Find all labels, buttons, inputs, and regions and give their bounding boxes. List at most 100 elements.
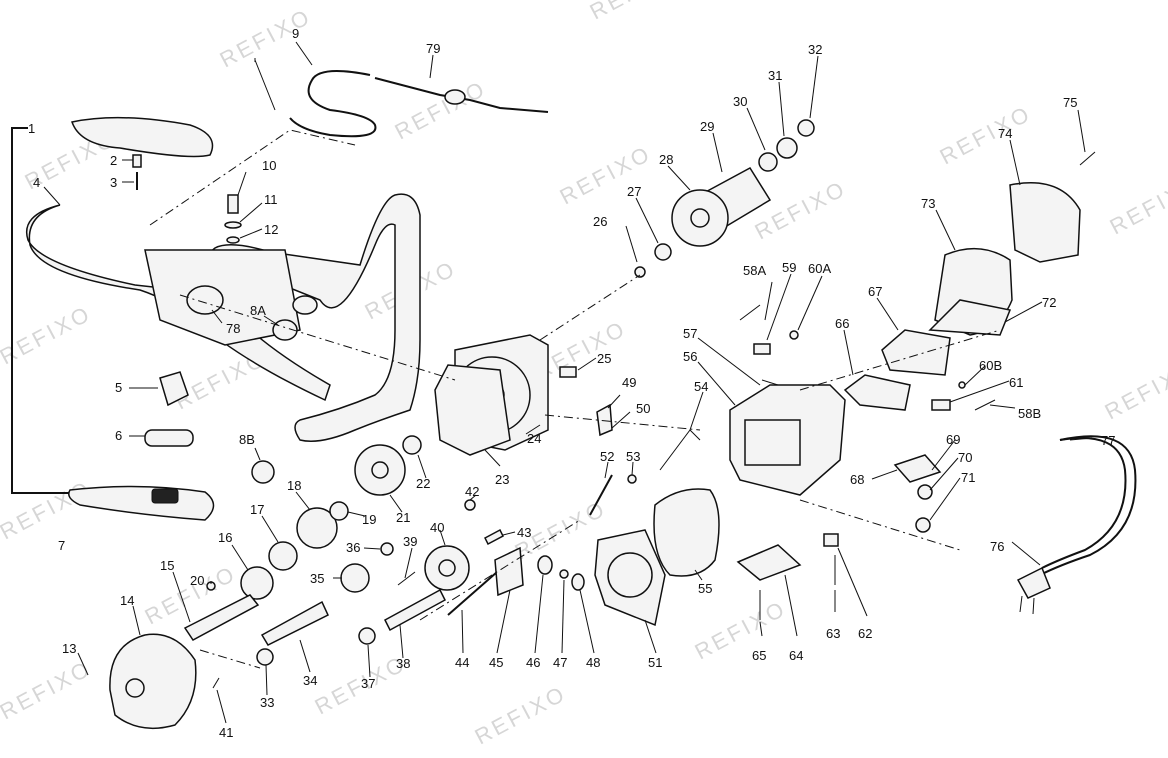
label-27: 27: [627, 184, 641, 199]
part-53-nut: [627, 474, 637, 484]
part-75-screw: [1079, 151, 1096, 166]
label-40: 40: [430, 520, 444, 535]
part-17-ring: [268, 541, 298, 571]
watermark: REFIXO: [586, 0, 686, 24]
label-42: 42: [465, 484, 479, 499]
cable-9: [254, 58, 276, 111]
label-63: 63: [826, 626, 840, 641]
part-69-nut: [917, 484, 933, 500]
part-67-pad: [881, 329, 951, 376]
part-19-ring: [329, 501, 349, 521]
label-36: 36: [346, 540, 360, 555]
label-51: 51: [648, 655, 662, 670]
part-33-washer: [256, 648, 274, 666]
watermark: REFIXO: [556, 140, 656, 209]
label-6: 6: [115, 428, 122, 443]
label-75: 75: [1063, 95, 1077, 110]
label-29: 29: [700, 119, 714, 134]
part-76-cord: [1039, 435, 1137, 576]
part-60B-screw: [958, 381, 966, 389]
label-71: 71: [961, 470, 975, 485]
label-65: 65: [752, 648, 766, 663]
label-31: 31: [768, 68, 782, 83]
label-48: 48: [586, 655, 600, 670]
part-74-box: [1009, 182, 1081, 263]
label-21: 21: [396, 510, 410, 525]
part-66-cover: [843, 374, 911, 411]
part-78-sleeve: [186, 285, 224, 315]
part-26-nut: [634, 266, 646, 278]
part-72-tray: [928, 299, 1012, 336]
label-9: 9: [292, 26, 299, 41]
label-45: 45: [489, 655, 503, 670]
part-71-nut: [915, 517, 931, 533]
part-48-ring: [571, 573, 585, 591]
part-55-stator: [653, 488, 720, 577]
switch: [151, 488, 179, 504]
part-25-clip: [559, 366, 577, 378]
label-68: 68: [850, 472, 864, 487]
label-73: 73: [921, 196, 935, 211]
part-35-gear: [340, 563, 370, 593]
part-68-plate: [893, 454, 942, 483]
part-labels: 1 2 3 4 5 6 7 8A 8B 9 10 11 12 13 14 15 …: [28, 26, 1115, 740]
part-21-hub: [371, 461, 389, 479]
label-49: 49: [622, 375, 636, 390]
label-4: 4: [33, 175, 40, 190]
motor-housing-window: [744, 419, 801, 466]
part-23-gasket: [434, 364, 511, 456]
handle-bottom: [68, 485, 215, 521]
part-59-brush: [753, 343, 771, 355]
part-14-cover: [109, 633, 197, 730]
cable-79: [374, 77, 549, 113]
part-32-ring: [797, 119, 815, 137]
part-57-screw: [761, 379, 779, 386]
label-57: 57: [683, 326, 697, 341]
watermark: REFIXO: [936, 100, 1036, 169]
watermark: REFIXO: [1106, 170, 1168, 239]
label-22: 22: [416, 476, 430, 491]
label-62: 62: [858, 626, 872, 641]
label-50: 50: [636, 401, 650, 416]
part-30-bearing: [758, 152, 778, 172]
part-6-sleeve: [144, 429, 194, 447]
label-3: 3: [110, 175, 117, 190]
watermark: REFIXO: [471, 680, 571, 749]
part-64-plate: [736, 544, 802, 581]
label-41: 41: [219, 725, 233, 740]
part-27-washer: [654, 243, 672, 261]
axis-line: [419, 519, 581, 621]
label-39: 39: [403, 534, 417, 549]
label-60B: 60B: [979, 358, 1002, 373]
label-28: 28: [659, 152, 673, 167]
label-11: 11: [264, 192, 278, 207]
part-46-washer: [537, 555, 553, 575]
axis-line: [544, 414, 701, 431]
label-67: 67: [868, 284, 882, 299]
part-12-washer: [226, 236, 240, 244]
label-54: 54: [694, 379, 708, 394]
part-38-shaft: [384, 588, 446, 632]
part-39-key: [397, 571, 416, 586]
part-54-wire: [659, 429, 701, 471]
label-38: 38: [396, 656, 410, 671]
label-74: 74: [998, 126, 1012, 141]
label-61: 61: [1009, 375, 1023, 390]
part-61-brush: [931, 399, 951, 411]
label-76: 76: [990, 539, 1004, 554]
label-5: 5: [115, 380, 122, 395]
part-60A-screw: [789, 330, 799, 340]
axis-line: [149, 129, 356, 226]
cable-grommet: [444, 89, 466, 105]
label-10: 10: [262, 158, 276, 173]
label-69: 69: [946, 432, 960, 447]
watermark: REFIXO: [751, 175, 851, 244]
part-18-disc: [296, 507, 338, 549]
label-66: 66: [835, 316, 849, 331]
pipe-end: [292, 295, 318, 315]
label-78: 78: [226, 321, 240, 336]
watermark: REFIXO: [691, 595, 791, 664]
part-37-washer: [358, 627, 376, 645]
cable-loop: [289, 70, 377, 138]
